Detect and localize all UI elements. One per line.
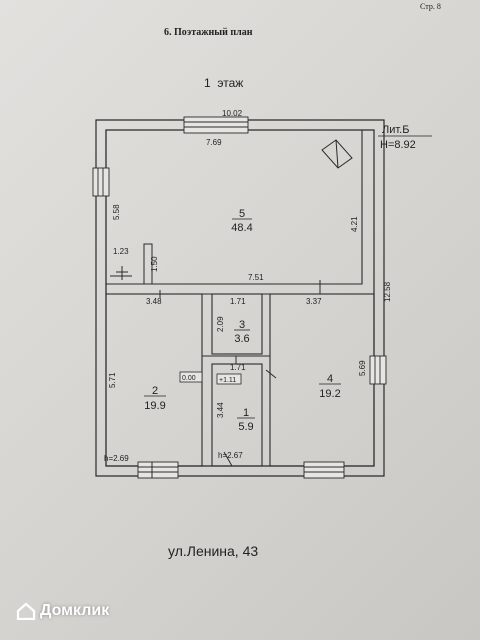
height-room1: h=2.67 <box>218 451 243 460</box>
house-icon <box>16 602 36 620</box>
dim-stair-width: 1.23 <box>113 247 129 256</box>
svg-text:3.6: 3.6 <box>234 333 249 345</box>
domclick-watermark: Домклик <box>16 602 109 620</box>
dim-room1-depth: 3.44 <box>216 402 225 418</box>
floor-label: 1 этаж <box>204 76 244 90</box>
svg-text:19.9: 19.9 <box>144 400 165 412</box>
room-3-walls <box>211 293 263 355</box>
page-number: Стр. 8 <box>420 2 441 11</box>
corridor-walls <box>202 293 270 364</box>
dim-room5-bottom-width: 7.51 <box>248 273 264 282</box>
svg-text:2: 2 <box>152 385 158 397</box>
svg-text:3: 3 <box>239 319 245 331</box>
section-title: 6. Поэтажный план <box>164 27 253 38</box>
height-room2: h=2.69 <box>104 454 129 463</box>
dim-room2-width: 3.48 <box>146 297 162 306</box>
dim-room5-width: 7.69 <box>206 138 222 147</box>
room-1-label: 1 5.9 <box>237 407 255 433</box>
room-4-walls <box>269 293 375 467</box>
watermark-text: Домклик <box>40 602 110 619</box>
svg-text:19.2: 19.2 <box>319 388 340 400</box>
doors <box>151 280 321 478</box>
dim-room2-depth: 5.71 <box>108 372 117 388</box>
dim-room3-depth: 2.09 <box>216 316 225 332</box>
stove-icon <box>321 139 353 169</box>
svg-text:Лит.Б: Лит.Б <box>382 124 409 136</box>
room-5-label: 5 48.4 <box>231 208 252 234</box>
svg-text:5: 5 <box>239 208 245 220</box>
dim-room3-width: 1.71 <box>230 297 246 306</box>
svg-text:1: 1 <box>243 407 249 419</box>
dim-overall-depth: 12.58 <box>383 281 392 302</box>
svg-text:4: 4 <box>327 373 333 385</box>
svg-text:5.9: 5.9 <box>238 421 253 433</box>
level-room2: 0.00 <box>182 375 196 382</box>
dim-room5-left-depth: 5.58 <box>112 204 121 220</box>
room-4-label: 4 19.2 <box>319 373 341 400</box>
building-label: Лит.Б H=8.92 <box>378 124 432 151</box>
windows <box>92 116 387 479</box>
svg-text:48.4: 48.4 <box>231 222 252 234</box>
dim-room4-depth: 5.69 <box>358 360 367 376</box>
stair-icon <box>110 243 153 285</box>
room-2-label: 2 19.9 <box>144 385 166 412</box>
dim-room4-width: 3.37 <box>306 297 322 306</box>
dim-room1-width: 1.71 <box>230 363 246 372</box>
dim-room5-right-depth: 4.21 <box>350 216 359 232</box>
dim-overall-width: 10.02 <box>222 109 243 118</box>
address-label: ул.Ленина, 43 <box>168 543 259 559</box>
dim-stair-depth: 1.50 <box>150 256 159 272</box>
room-3-label: 3 3.6 <box>234 319 250 345</box>
level-room1: +1.11 <box>219 377 236 384</box>
room-1-walls <box>211 363 263 467</box>
svg-text:H=8.92: H=8.92 <box>380 139 416 151</box>
